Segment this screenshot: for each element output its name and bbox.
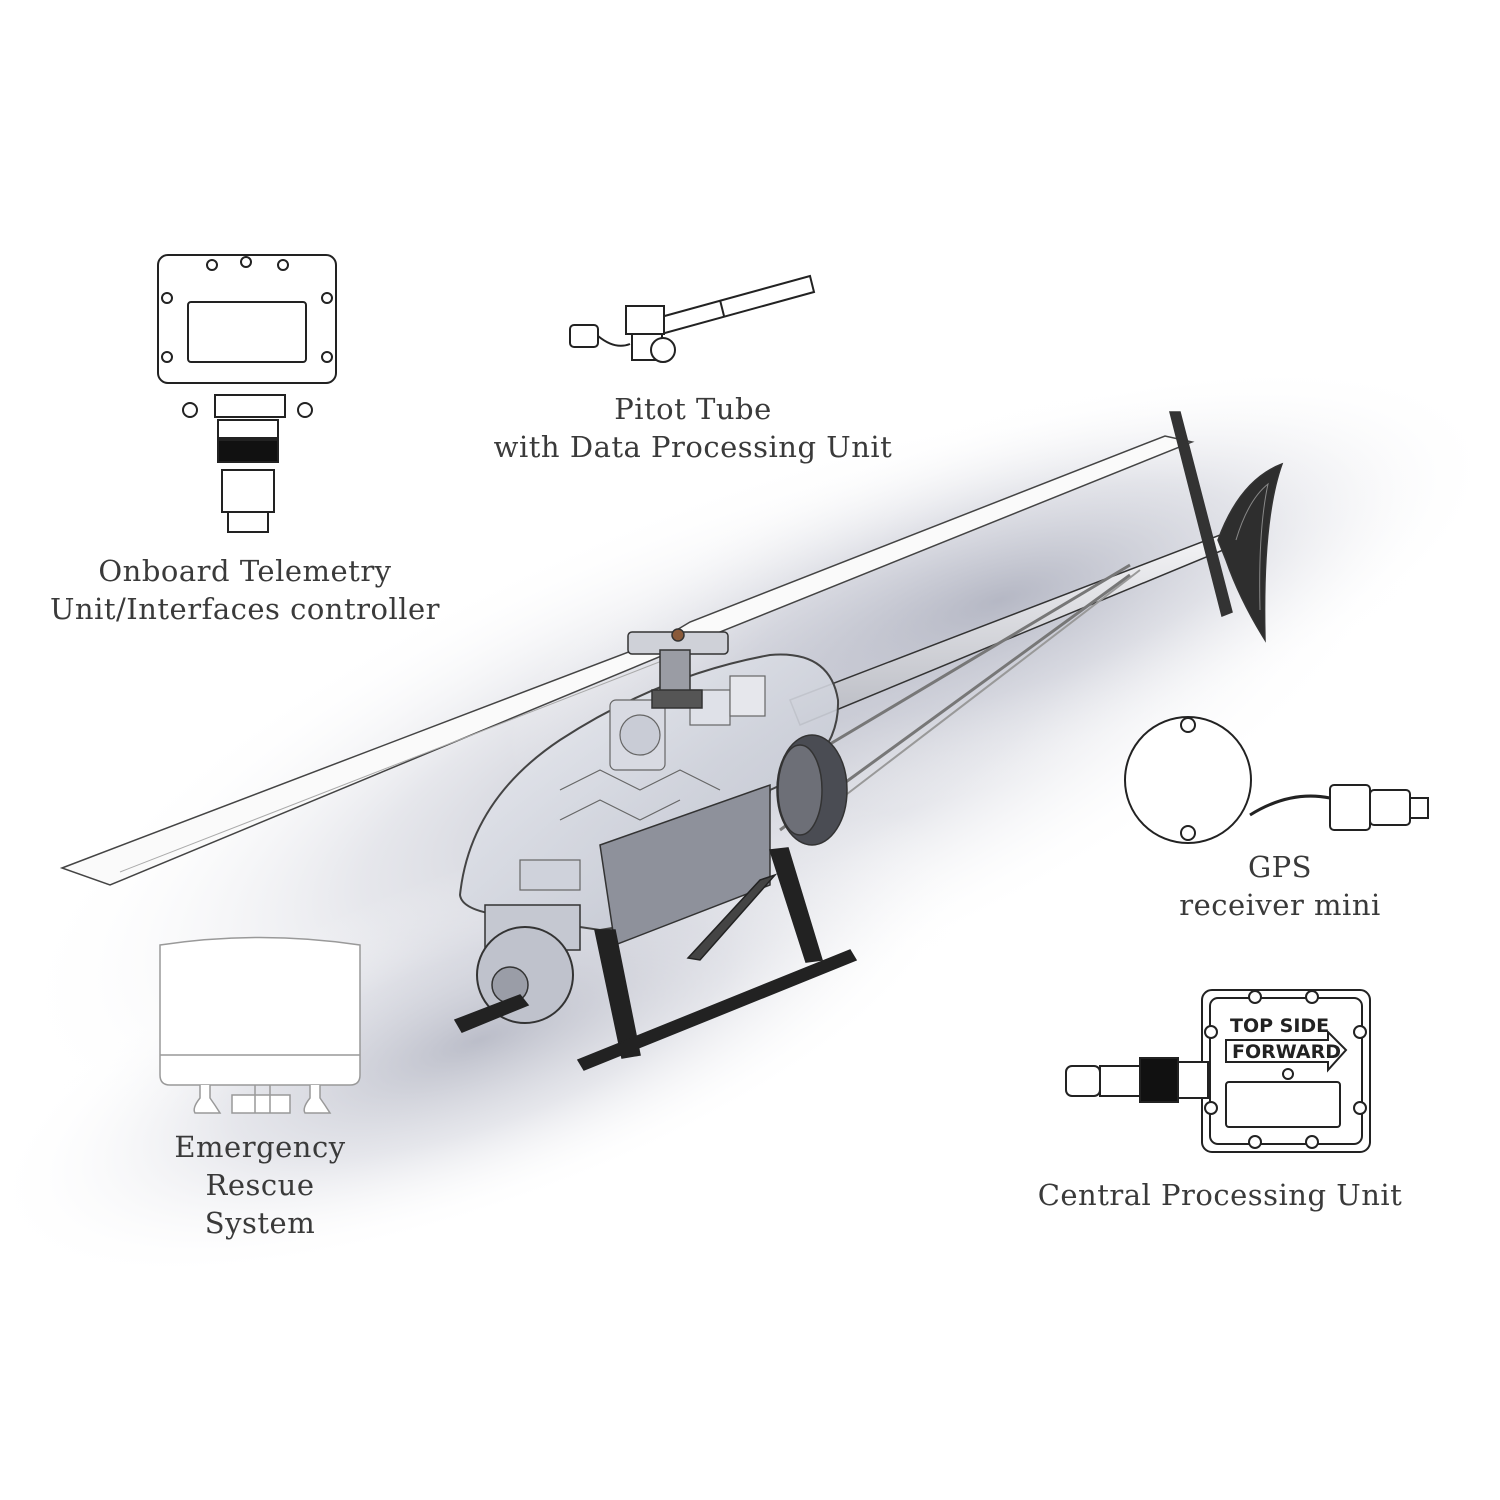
tail-fin — [1217, 462, 1284, 643]
telemetry-label-line1: Onboard Telemetry — [98, 554, 392, 588]
pitot-label-line1: Pitot Tube — [614, 392, 772, 426]
gps-label-line2: receiver mini — [1179, 888, 1381, 922]
telemetry-label-line2: Unit/Interfaces controller — [49, 592, 441, 626]
telemetry-label: Onboard Telemetry Unit/Interfaces contro… — [40, 552, 450, 628]
telemetry-unit-drawing — [157, 254, 337, 533]
cpu-label-text: Central Processing Unit — [1037, 1178, 1403, 1212]
gps-label-line1: GPS — [1247, 850, 1313, 884]
pitot-label-line2: with Data Processing Unit — [493, 430, 893, 464]
landing-gear — [453, 847, 858, 1071]
ers-label-line2: Rescue — [205, 1168, 315, 1202]
cpu-plate-line2: FORWARD — [1232, 1041, 1341, 1063]
ers-label-line1: Emergency — [174, 1130, 346, 1164]
cpu-plate-line1: TOP SIDE — [1230, 1015, 1329, 1037]
ers-label: Emergency Rescue System — [150, 1128, 370, 1242]
ers-label-line3: System — [204, 1206, 316, 1240]
cpu-label: Central Processing Unit — [1020, 1176, 1420, 1214]
gps-receiver-drawing — [1124, 716, 1429, 844]
rotor-head — [627, 628, 729, 709]
pitot-label: Pitot Tube with Data Processing Unit — [468, 390, 918, 466]
pitot-tube-drawing — [569, 274, 816, 363]
helicopter — [59, 411, 1284, 1071]
ers-drawing — [159, 936, 361, 1114]
gimbal-camera — [476, 904, 581, 1024]
cpu-drawing — [1065, 989, 1371, 1153]
gps-label: GPS receiver mini — [1160, 848, 1400, 924]
side-box — [599, 783, 771, 947]
tail-rotor-blade — [1169, 411, 1233, 618]
